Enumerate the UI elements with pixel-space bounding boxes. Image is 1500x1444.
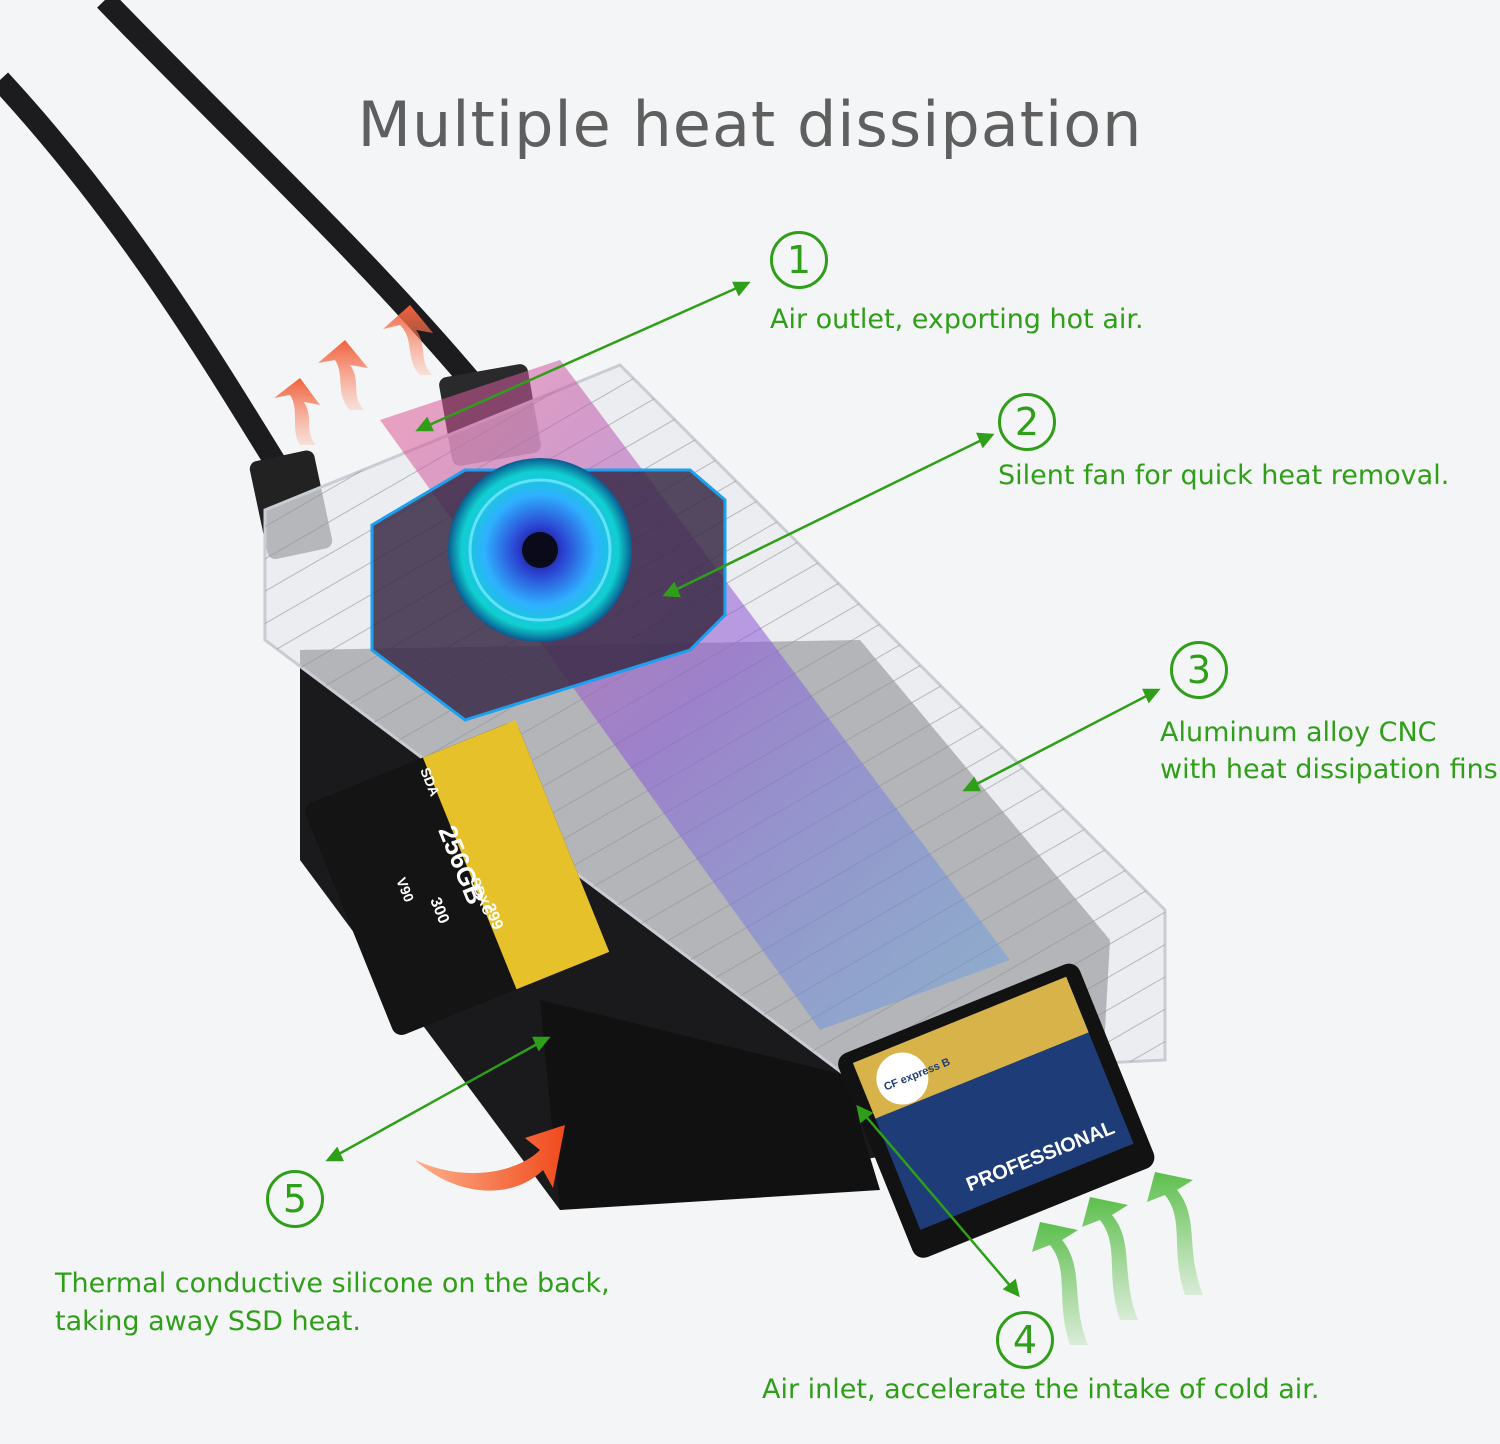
callout-3-line-1: Aluminum alloy CNC [1160,717,1437,748]
leader-lines [325,281,1161,1298]
callout-3-number: 3 [1170,641,1228,699]
callout-5-line-2: taking away SSD heat. [55,1306,361,1337]
callout-5-line-1: Thermal conductive silicone on the back, [55,1268,610,1299]
callout-5-number: 5 [266,1170,324,1228]
callout-3-line-2: with heat dissipation fins. [1160,754,1500,785]
sd-card [305,720,610,1035]
callout-4-text: Air inlet, accelerate the intake of cold… [762,1374,1320,1405]
cold-air-arrows [1032,1172,1203,1345]
curved-arrow-icon [415,1125,565,1191]
callout-2-text: Silent fan for quick heat removal. [998,460,1450,491]
page-title: Multiple heat dissipation [357,88,1143,161]
cfexpress-card: PROFESSIONAL CF express B [838,963,1155,1258]
callout-1-text: Air outlet, exporting hot air. [770,304,1144,335]
hot-air-arrows [274,305,433,445]
fan-module [370,458,727,722]
callout-4-number: 4 [996,1311,1054,1369]
callout-1-number: 1 [770,231,828,289]
callout-2-number: 2 [998,393,1056,451]
